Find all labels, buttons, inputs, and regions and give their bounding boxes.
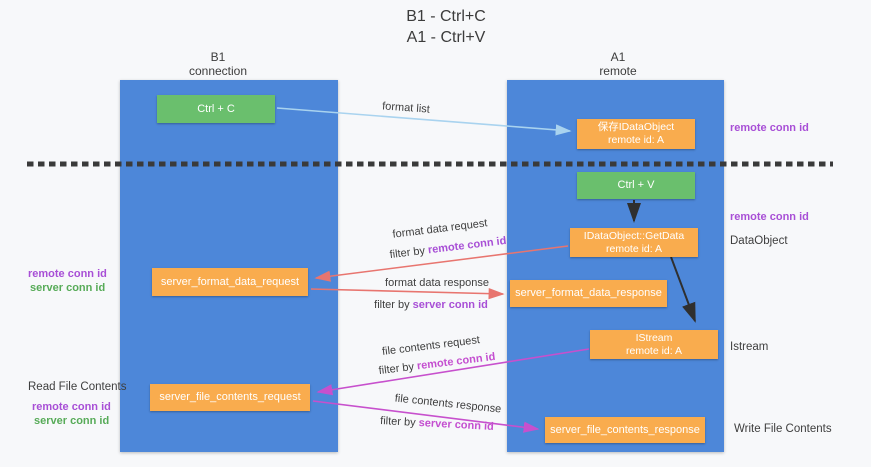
annotation-remote-conn-id-dataobject: remote conn id — [730, 211, 809, 223]
node-server-format-data-request-label: server_format_data_request — [160, 275, 300, 288]
node-ctrl-c: Ctrl + C — [157, 95, 275, 123]
node-server-format-data-request: server_format_data_request — [152, 268, 308, 296]
edge-file-contents-request — [316, 348, 590, 396]
annotation-server-conn-id-format: server conn id — [30, 282, 106, 294]
annotation-remote-conn-id-format: remote conn id — [28, 268, 107, 280]
edge-format-list — [276, 107, 572, 136]
column-header-b1: B1 connection — [158, 50, 278, 78]
annotation-read-file-contents: Read File Contents — [28, 381, 127, 393]
node-ctrl-c-label: Ctrl + C — [197, 102, 235, 115]
node-istream: IStream remote id: A — [590, 330, 718, 359]
annotation-remote-conn-id-top: remote conn id — [730, 122, 809, 134]
node-ctrl-v-label: Ctrl + V — [617, 179, 655, 191]
node-ctrl-v: Ctrl + V — [577, 172, 695, 199]
node-server-format-data-response-label: server_format_data_response — [515, 287, 662, 299]
filter-highlight-server-conn-id: server conn id — [412, 299, 488, 311]
node-server-format-data-response: server_format_data_response — [510, 280, 667, 307]
node-istream-line2: remote id: A — [625, 344, 683, 357]
edge-format-data-response — [310, 288, 505, 300]
column-a1-subtitle: remote — [599, 64, 637, 78]
node-istream-line1: IStream — [635, 331, 673, 344]
filter-prefix: filter by — [379, 415, 416, 429]
diagram-title: B1 - Ctrl+C A1 - Ctrl+V — [406, 6, 486, 48]
node-idataobject-getdata-line2: remote id: A — [605, 242, 663, 255]
column-header-a1: A1 remote — [558, 50, 678, 78]
node-idataobject-getdata: IDataObject::GetData remote id: A — [570, 228, 698, 257]
annotation-server-conn-id-file: server conn id — [34, 415, 110, 427]
column-b1-name: B1 — [210, 50, 226, 64]
edge-getdata-to-istream — [670, 256, 696, 323]
node-server-file-contents-request: server_file_contents_request — [150, 384, 310, 411]
node-idataobject-getdata-line1: IDataObject::GetData — [583, 229, 685, 242]
annotation-dataobject: DataObject — [730, 235, 788, 247]
filter-prefix: filter by — [374, 299, 410, 311]
column-b1-subtitle: connection — [188, 64, 248, 78]
node-save-idataobject: 保存IDataObject remote id: A — [577, 119, 695, 149]
edge-format-data-request — [314, 245, 569, 282]
annotation-write-file-contents: Write File Contents — [734, 423, 832, 435]
column-a1-name: A1 — [610, 50, 626, 64]
edge-file-contents-response — [312, 400, 540, 433]
node-save-idataobject-line2: remote id: A — [607, 134, 665, 146]
edge-label-filter-format-response: filter by server conn id — [374, 299, 488, 311]
title-line-a1: A1 - Ctrl+V — [406, 29, 486, 46]
edge-label-format-data-response: format data response — [385, 277, 489, 289]
node-save-idataobject-line1: 保存IDataObject — [597, 121, 675, 133]
node-server-file-contents-response: server_file_contents_response — [545, 417, 705, 443]
node-server-file-contents-request-label: server_file_contents_request — [159, 391, 301, 403]
node-server-file-contents-response-label: server_file_contents_response — [550, 423, 700, 436]
title-line-b1: B1 - Ctrl+C — [406, 8, 486, 25]
annotation-istream: Istream — [730, 341, 769, 353]
annotation-remote-conn-id-file: remote conn id — [32, 401, 111, 413]
